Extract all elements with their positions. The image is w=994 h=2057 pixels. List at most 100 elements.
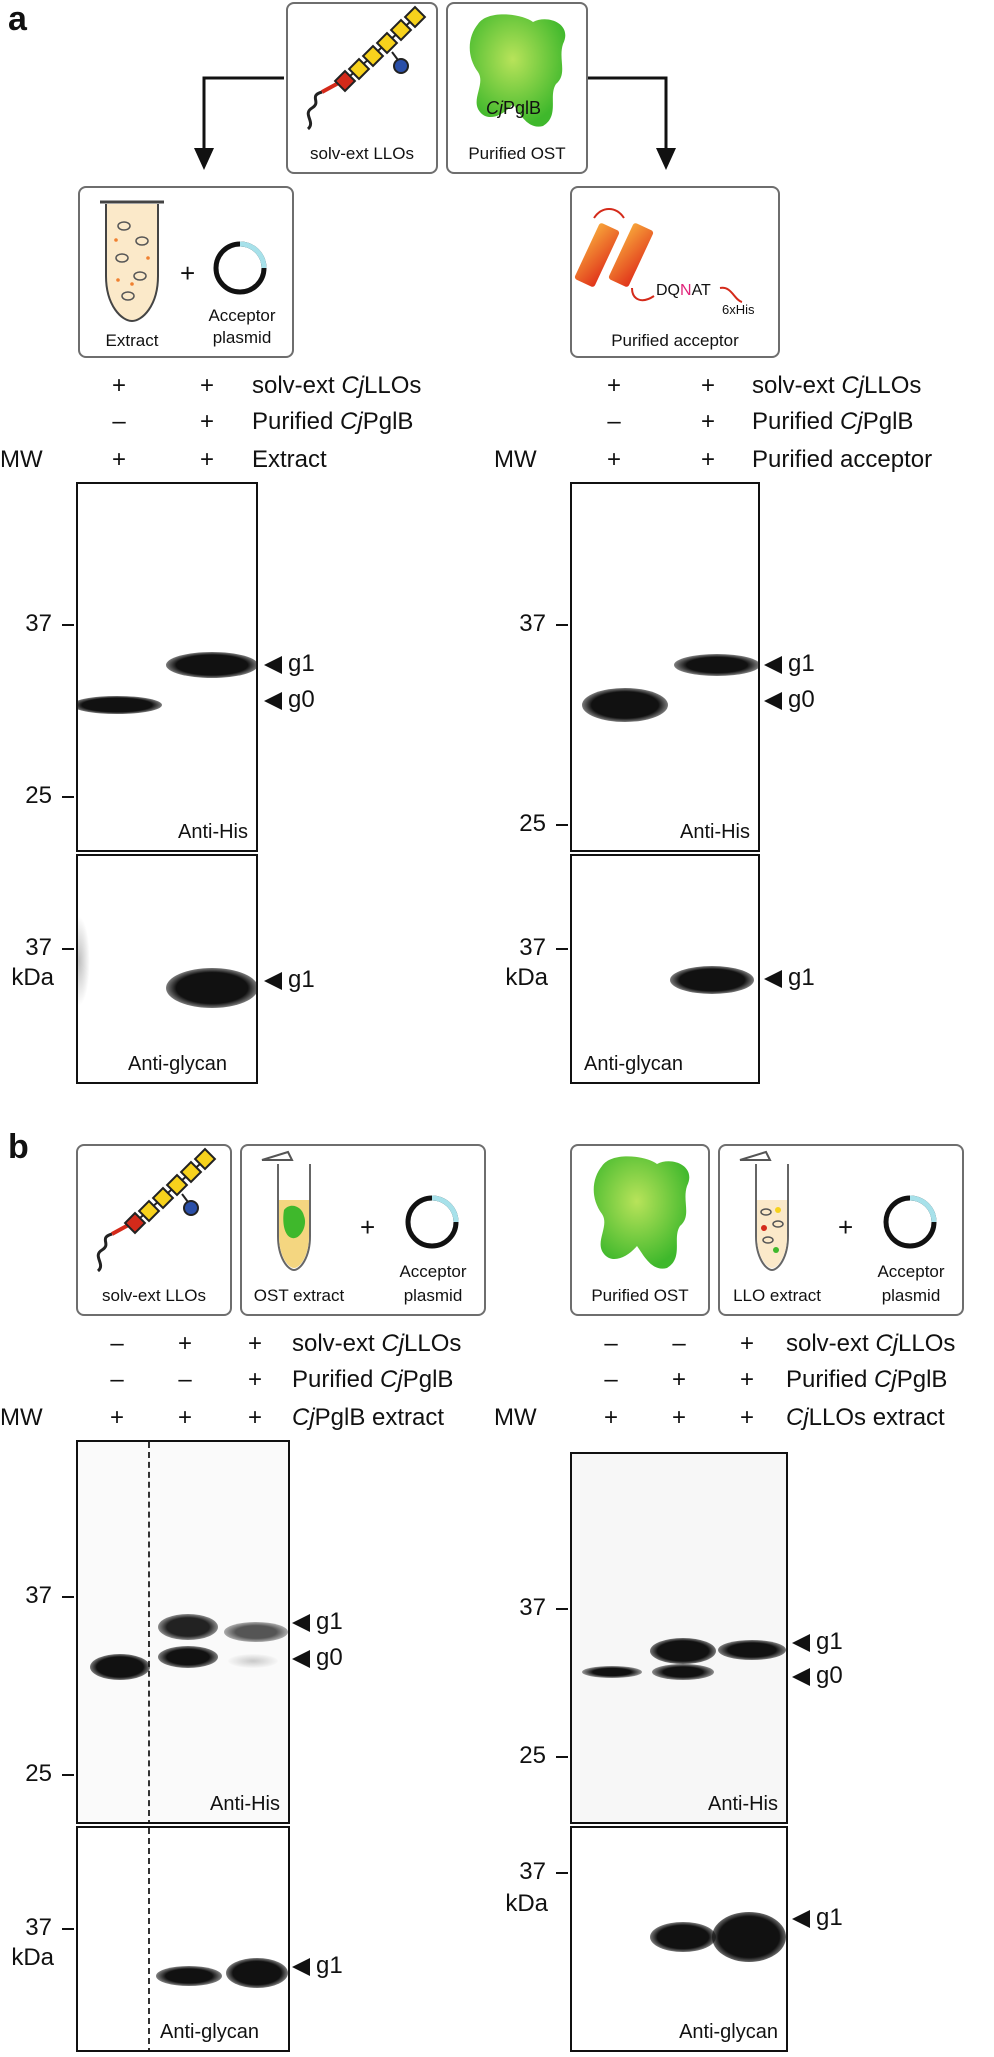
sign: + <box>247 1330 262 1357</box>
condition-label: solv-ext CjLLOs <box>252 372 422 399</box>
label-g1: g1 <box>264 650 315 678</box>
sign: + <box>177 1330 192 1357</box>
blot-name: Anti-His <box>707 1793 778 1815</box>
label-g1: g1 <box>792 1904 843 1932</box>
sign: + <box>199 446 214 473</box>
llo-extract-tube-icon <box>739 1150 789 1272</box>
llo-box-label: solv-ext LLOs <box>310 144 414 163</box>
band-g0 <box>652 1664 714 1680</box>
sign: + <box>739 1404 754 1431</box>
mw-tick <box>62 1928 74 1930</box>
ost-box-a: CjPglB Purified OST <box>446 2 588 174</box>
mw-25: 25 <box>519 1742 546 1769</box>
label-g1: g1 <box>764 964 815 992</box>
mw-header: MW <box>0 1404 43 1431</box>
llo-box-a: solv-ext LLOs <box>286 2 438 174</box>
arrowhead-icon <box>792 1633 810 1652</box>
mw-tick <box>62 624 74 626</box>
ost-box-label: Purified OST <box>468 144 566 163</box>
arrowhead-icon <box>792 1667 810 1686</box>
mw-tick <box>556 624 568 626</box>
llo-glycan-icon <box>306 5 427 131</box>
arrowhead-icon <box>792 1909 810 1928</box>
sign: + <box>111 372 126 399</box>
band-g1 <box>670 966 754 994</box>
plasmid-label-2: plasmid <box>212 328 272 347</box>
purified-acceptor-box: DQNAT 6xHis Purified acceptor <box>570 186 780 358</box>
acceptor-protein-icon <box>574 208 743 303</box>
sign: + <box>111 446 126 473</box>
arrowhead-icon <box>264 655 282 674</box>
plasmid-label-2: plasmid <box>403 1286 463 1305</box>
band-g1 <box>712 1912 786 1962</box>
mw-tick <box>556 824 568 826</box>
condition-label: Purified CjPglB <box>786 1366 948 1393</box>
sign: + <box>700 372 715 399</box>
mw-header: MW <box>494 446 537 473</box>
blot-name: Anti-glycan <box>128 1053 227 1075</box>
llo-extract-label: LLO extract <box>733 1286 821 1305</box>
band-g1 <box>224 1622 288 1642</box>
acceptor-label: Purified acceptor <box>611 331 739 350</box>
mw-25: 25 <box>25 782 52 809</box>
sign: + <box>177 1404 192 1431</box>
blot-name: Anti-His <box>177 821 248 843</box>
ost-extract-box: + OST extract Acceptor plasmid <box>240 1144 486 1316</box>
band-g0 <box>158 1646 218 1668</box>
condition-label: solv-ext CjLLOs <box>292 1330 462 1357</box>
label-g0: g0 <box>264 686 315 714</box>
llo-glycan-icon <box>96 1147 217 1273</box>
band-g0 <box>78 696 162 714</box>
blot-name: Anti-glycan <box>679 2021 778 2043</box>
label-g1: g1 <box>764 650 815 678</box>
condition-label: solv-ext CjLLOs <box>752 372 922 399</box>
condition-label: Purified CjPglB <box>292 1366 454 1393</box>
extract-label: Extract <box>105 331 159 350</box>
mw-tick <box>62 948 74 950</box>
condition-label: Extract <box>252 446 327 473</box>
mw-tick <box>62 1596 74 1598</box>
blot-a-right-his: Anti-His <box>570 482 760 852</box>
sign: + <box>606 372 621 399</box>
condition-label: CjPglB extract <box>292 1404 445 1431</box>
mw-37: 37 <box>25 1914 52 1941</box>
blot-name: Anti-glycan <box>160 2021 259 2043</box>
plus-sign: + <box>360 1212 376 1242</box>
plasmid-label-1: Acceptor <box>208 306 276 325</box>
band-g1 <box>674 654 758 676</box>
blot-b-left-glycan: Anti-glycan <box>76 1826 290 2052</box>
band-g1 <box>650 1638 716 1664</box>
mw-37: 37 <box>25 1582 52 1609</box>
band-g1 <box>166 652 256 678</box>
plasmid-label-1: Acceptor <box>399 1262 467 1281</box>
plasmid-label-2: plasmid <box>881 1286 941 1305</box>
sign: + <box>671 1404 686 1431</box>
label-g1: g1 <box>292 1952 343 1980</box>
lane-divider <box>148 1828 150 2050</box>
label-g0: g0 <box>292 1644 343 1672</box>
band-g0 <box>90 1654 150 1680</box>
blot-b-left-his: Anti-His <box>76 1440 290 1824</box>
arrowhead-icon <box>292 1649 310 1668</box>
sign: – <box>110 1330 124 1357</box>
arrowhead-icon <box>764 969 782 988</box>
plasmid-label-1: Acceptor <box>877 1262 945 1281</box>
band-g1 <box>158 1614 218 1640</box>
mw-header: MW <box>494 1404 537 1431</box>
condition-label: Purified CjPglB <box>252 408 414 435</box>
arrow-right <box>588 76 676 170</box>
plasmid-icon <box>213 241 267 295</box>
extract-tube-icon <box>100 200 164 323</box>
band-g0 <box>582 1666 642 1678</box>
mw-37: 37 <box>25 934 52 961</box>
ost-box-b: Purified OST <box>570 1144 710 1316</box>
mw-tick <box>556 1756 568 1758</box>
label-g0: g0 <box>792 1662 843 1690</box>
his-tag-label: 6xHis <box>722 302 755 317</box>
sign: – <box>110 1366 124 1393</box>
sign: + <box>700 446 715 473</box>
band-g1 <box>226 1958 288 1988</box>
blot-a-right-glycan: Anti-glycan <box>570 854 760 1084</box>
blot-b-right-glycan: Anti-glycan <box>570 1826 788 2052</box>
band-g0 <box>228 1654 278 1668</box>
